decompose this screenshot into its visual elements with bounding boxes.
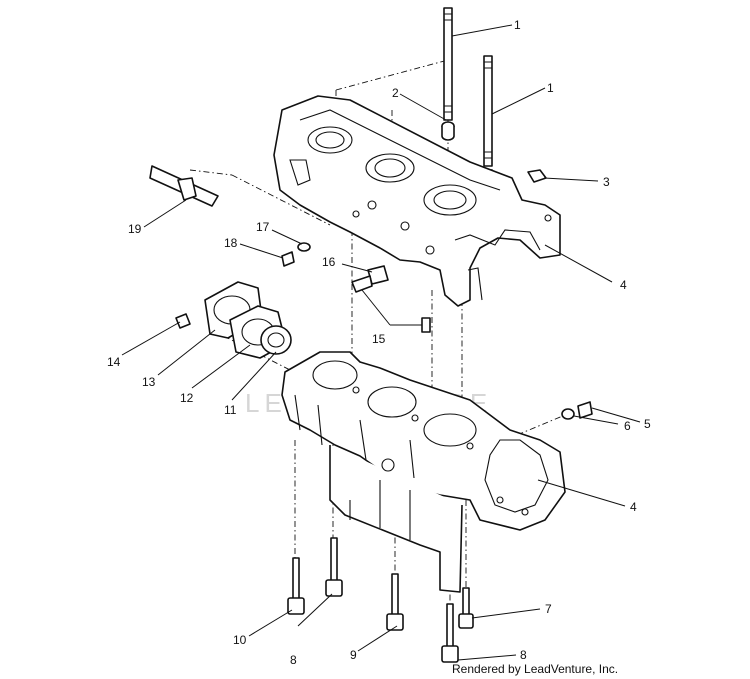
callout-4: 4 bbox=[620, 278, 627, 292]
upper-crankcase-half bbox=[273, 95, 561, 307]
callout-16: 16 bbox=[322, 255, 336, 269]
long-studs bbox=[443, 7, 493, 167]
callout-19: 19 bbox=[128, 222, 142, 236]
callout-3: 3 bbox=[603, 175, 610, 189]
render-credit: Rendered by LeadVenture, Inc. bbox=[452, 662, 619, 676]
callout-10: 10 bbox=[233, 633, 247, 647]
callout-1: 1 bbox=[547, 81, 554, 95]
bolt bbox=[577, 401, 593, 419]
leader-lines bbox=[121, 24, 641, 661]
callout-5: 5 bbox=[644, 417, 651, 431]
callout-15: 15 bbox=[372, 332, 386, 346]
callout-2: 2 bbox=[392, 86, 399, 100]
callout-labels: 1 1 2 3 4 4 5 6 7 8 8 9 10 11 12 13 14 1… bbox=[107, 18, 651, 667]
callout-13: 13 bbox=[142, 375, 156, 389]
washer-small bbox=[561, 408, 575, 420]
seal-housing-group bbox=[175, 281, 292, 359]
pin-shaft bbox=[149, 165, 219, 207]
callout-8: 8 bbox=[290, 653, 297, 667]
callout-11: 11 bbox=[224, 403, 237, 417]
callout-12: 12 bbox=[180, 391, 194, 405]
washer bbox=[297, 242, 311, 252]
callout-1: 1 bbox=[514, 18, 521, 32]
dowel-pin-body bbox=[441, 126, 455, 141]
callout-14: 14 bbox=[107, 355, 121, 369]
lower-crankcase-half bbox=[281, 351, 566, 593]
callout-8: 8 bbox=[520, 648, 527, 662]
callout-9: 9 bbox=[350, 648, 357, 662]
callout-17: 17 bbox=[256, 220, 270, 234]
small-bolt bbox=[281, 251, 295, 267]
callout-18: 18 bbox=[224, 236, 238, 250]
clip bbox=[527, 169, 547, 183]
callout-4: 4 bbox=[630, 500, 637, 514]
callout-7: 7 bbox=[545, 602, 552, 616]
fitting bbox=[351, 265, 389, 293]
locating-dowel bbox=[421, 317, 431, 333]
callout-6: 6 bbox=[624, 419, 631, 433]
